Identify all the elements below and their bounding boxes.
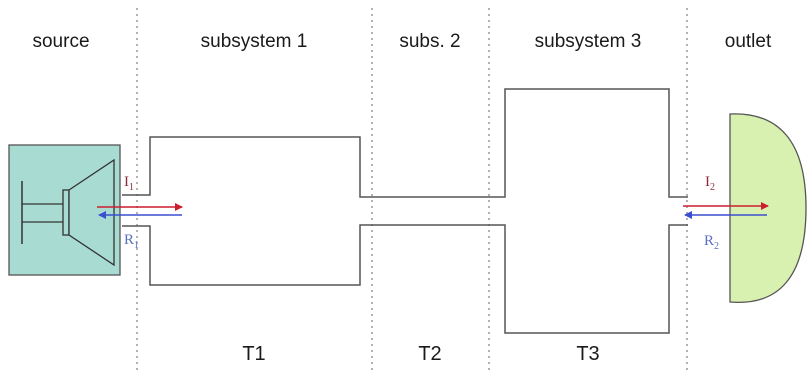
- speaker-voice-coil: [62, 189, 70, 236]
- t2-label: T2: [418, 343, 441, 365]
- subsystem1-label: subsystem 1: [201, 31, 308, 52]
- reflected-wave-2-label: R2: [704, 233, 719, 252]
- source-label: source: [32, 31, 89, 52]
- incident-wave-1-label: I1: [124, 174, 134, 193]
- speaker-cone: [68, 158, 115, 267]
- section-dividers: [136, 8, 688, 372]
- duct-lower-wall: [122, 224, 688, 334]
- t1-label: T1: [242, 343, 265, 365]
- subsystem3-label: subsystem 3: [535, 31, 642, 52]
- incident-wave-2-label: I2: [705, 174, 715, 193]
- outlet-dome: [729, 113, 807, 304]
- subsystem2-label: subs. 2: [399, 31, 460, 52]
- outlet-label: outlet: [725, 31, 772, 52]
- duct-outline: [122, 88, 688, 334]
- t3-label: T3: [576, 343, 599, 365]
- duct-upper-wall: [122, 88, 688, 198]
- reflected-wave-1-label: R1: [124, 232, 139, 251]
- source-speaker: [8, 144, 121, 276]
